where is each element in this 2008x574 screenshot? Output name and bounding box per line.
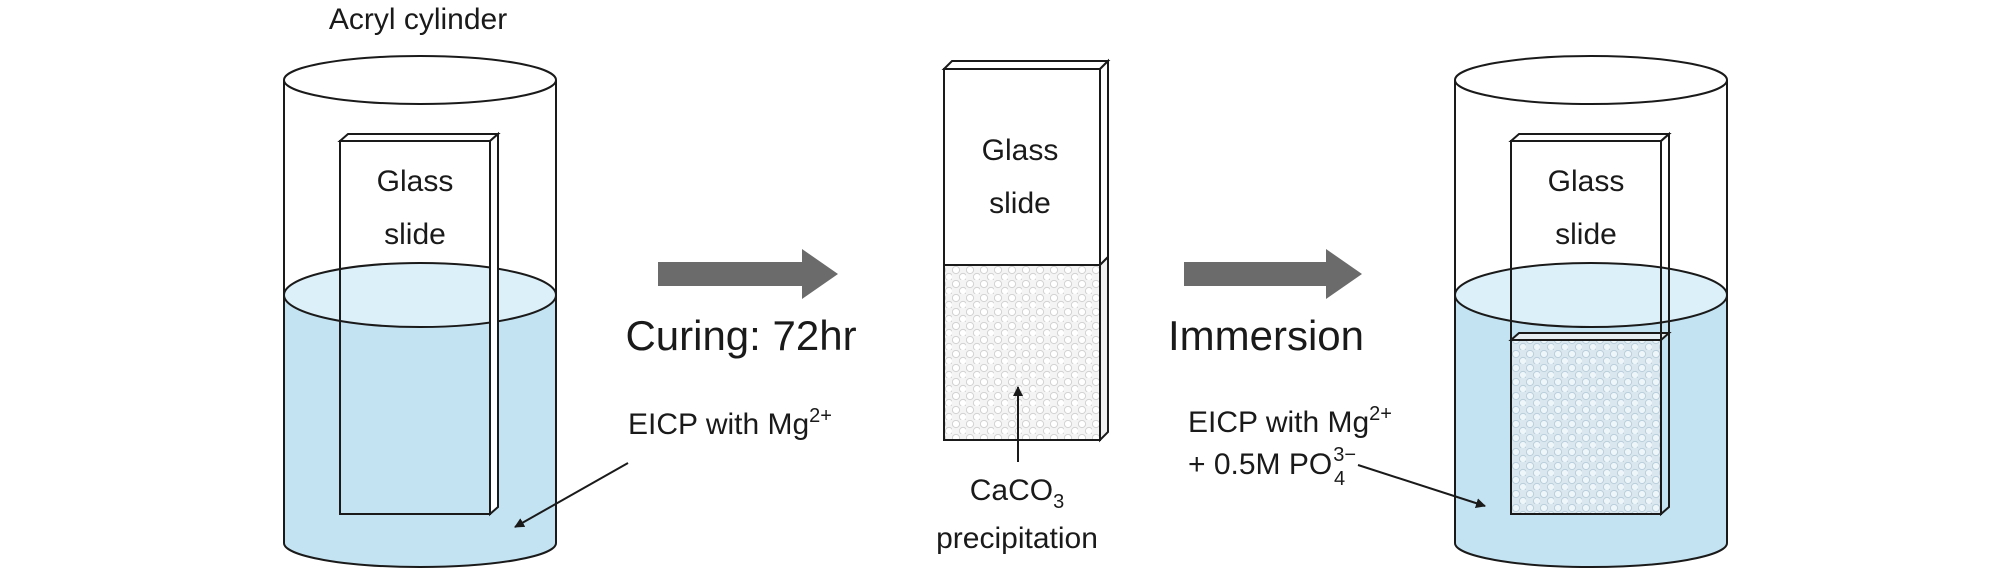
cylinder-caption: Acryl cylinder — [329, 3, 507, 36]
liquid-body — [283, 294, 557, 568]
solution-label: EICP with Mg2+ — [1188, 403, 1392, 439]
middle-slide: Glass slide CaCO3 precipitation — [936, 58, 1111, 555]
solution-pointer — [1357, 464, 1486, 508]
arrow-label-immersion: Immersion — [1168, 312, 1364, 359]
slide-label-line1: Glass — [1548, 165, 1625, 198]
precipitation-label: CaCO3 — [970, 474, 1064, 513]
solution-label-line2: + 0.5M PO3−4 — [1188, 444, 1356, 490]
solution-pointer — [514, 462, 629, 528]
slide-label-line2: slide — [384, 218, 446, 251]
cylinder-rim — [1454, 55, 1728, 105]
precipitation-label-line2: precipitation — [936, 522, 1098, 555]
right-cylinder: Glass slide EICP with Mg2+ + 0.5M PO3−4 — [1188, 55, 1728, 568]
glass-slide: Glass slide — [1508, 131, 1672, 517]
process-arrow-immersion: Immersion — [1168, 249, 1364, 359]
slide-label-line2: slide — [989, 187, 1051, 220]
process-arrow-curing: Curing: 72hr — [625, 249, 857, 359]
liquid-surface — [283, 262, 557, 328]
slide-label-line1: Glass — [377, 165, 454, 198]
left-cylinder: Acryl cylinder Glass slide EICP with Mg2… — [283, 3, 832, 568]
precipitation-layer — [944, 265, 1100, 440]
slide-label-line2: slide — [1555, 218, 1617, 251]
solution-label: EICP with Mg2+ — [628, 405, 832, 441]
liquid-surface — [1454, 262, 1728, 328]
arrow-label-curing: Curing: 72hr — [625, 312, 856, 359]
cylinder-rim — [283, 55, 557, 105]
glass-slide: Glass slide — [337, 131, 501, 517]
slide-label-line1: Glass — [982, 134, 1059, 167]
precipitation-layer — [1511, 340, 1661, 514]
